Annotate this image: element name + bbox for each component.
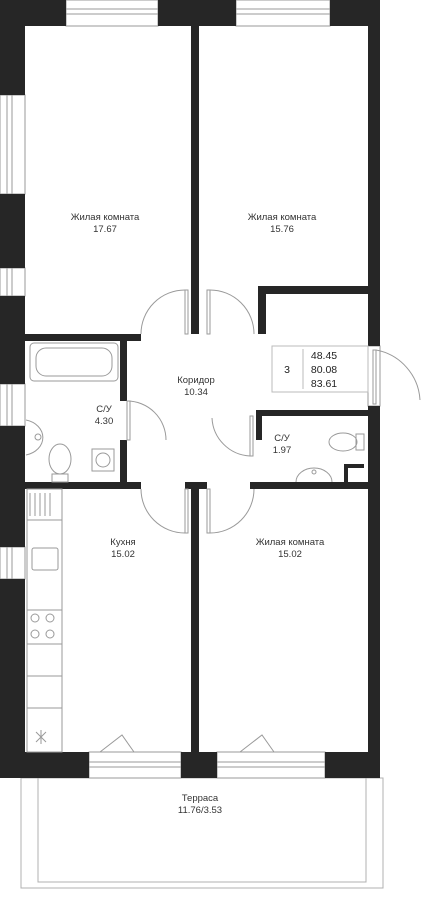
toilet-2 [328, 432, 358, 452]
bathtub [29, 342, 119, 382]
room-name-living-2: Жилая комната [248, 212, 317, 223]
living-area: 48.45 [311, 350, 337, 362]
kitchen-sink [31, 547, 59, 571]
total-area-with-terrace: 83.61 [311, 378, 337, 390]
toilet-1 [48, 443, 72, 475]
kitchen-counter [26, 488, 63, 753]
room-area-corridor: 10.34 [184, 387, 208, 398]
vent-icon [35, 730, 47, 744]
total-area: 80.08 [311, 364, 337, 376]
walls [0, 0, 380, 778]
room-name-living-1: Жилая комната [71, 212, 140, 223]
room-labels: Жилая комната 17.67 Жилая комната 15.76 … [71, 212, 325, 816]
room-area-living-2: 15.76 [270, 224, 294, 235]
room-name-corridor: Коридор [177, 375, 215, 386]
room-area-living-3: 15.02 [278, 549, 302, 560]
room-area-kitchen: 15.02 [111, 549, 135, 560]
room-name-terrace: Терраса [182, 793, 219, 804]
doors [99, 289, 421, 753]
windows [0, 0, 381, 779]
summary-box: 3 48.45 80.08 83.61 [271, 345, 369, 393]
room-area-bath-2: 1.97 [273, 445, 292, 456]
room-name-kitchen: Кухня [110, 537, 135, 548]
rooms-count: 3 [284, 364, 290, 376]
room-name-living-3: Жилая комната [256, 537, 325, 548]
room-area-bath-1: 4.30 [95, 416, 114, 427]
stove-burner [30, 613, 40, 623]
sink-1 [25, 419, 44, 456]
washing-machine [91, 448, 115, 472]
room-name-bath-1: С/У [96, 404, 113, 415]
sink-2 [295, 467, 333, 483]
fixtures [25, 342, 365, 753]
room-area-living-1: 17.67 [93, 224, 117, 235]
room-area-terrace: 11.76/3.53 [178, 805, 222, 816]
room-name-bath-2: С/У [274, 433, 291, 444]
